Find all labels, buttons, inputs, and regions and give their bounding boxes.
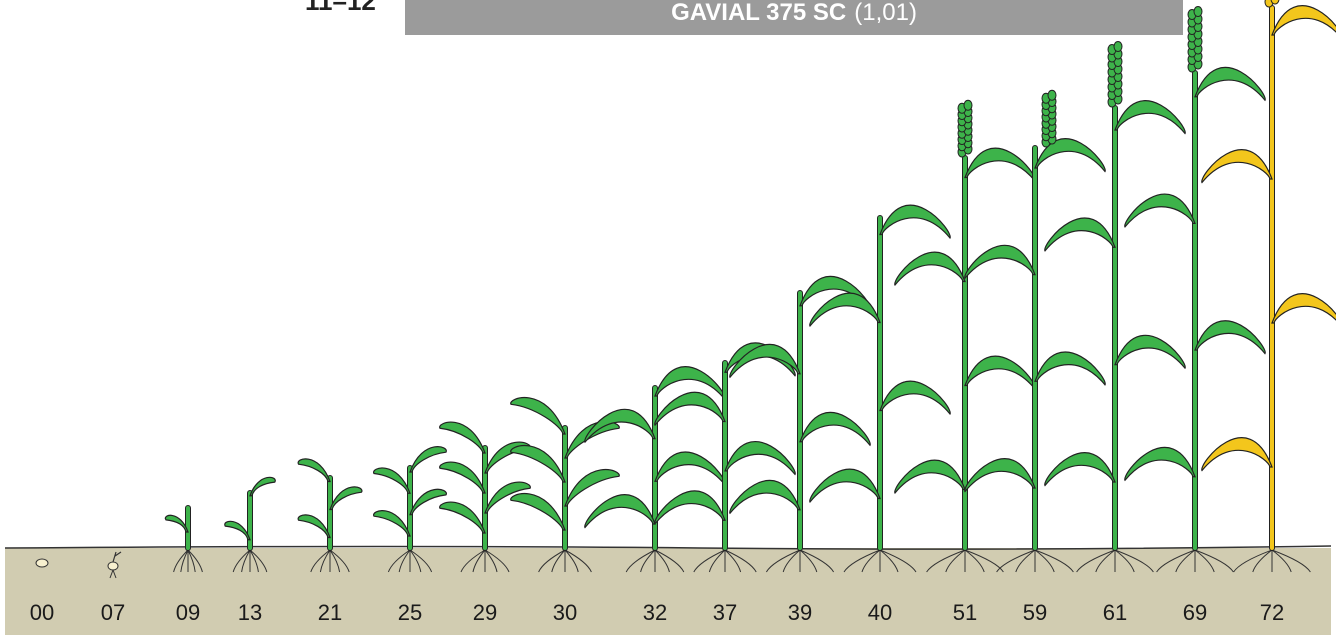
stage-code-59: 59 — [1022, 600, 1048, 625]
product-name: GAVIAL 375 SC — [671, 0, 847, 26]
stage-code-21: 21 — [317, 600, 343, 625]
stage-code-00: 00 — [29, 600, 55, 625]
flowering-plant-icon — [1124, 6, 1266, 573]
flag-leaf-icon — [654, 342, 796, 573]
stage-code-32: 32 — [642, 600, 668, 625]
germinating-seed-icon — [107, 551, 122, 579]
booting-plant-icon — [809, 204, 951, 573]
tillering-plant-icon — [297, 458, 363, 573]
young-plant-icon — [224, 476, 276, 573]
tillering-plant-icon — [373, 446, 447, 573]
stage-code-25: 25 — [397, 600, 423, 625]
stage-code-69: 69 — [1182, 600, 1208, 625]
flowering-plant-icon — [1044, 41, 1186, 573]
seed-icon — [35, 558, 49, 568]
ripening-plant-icon — [1201, 0, 1336, 573]
stage-code-40: 40 — [867, 600, 893, 625]
soil-ground — [4, 545, 1332, 635]
heading-plant-icon — [964, 89, 1106, 573]
seedling-icon — [164, 505, 203, 573]
stage-code-30: 30 — [552, 600, 578, 625]
stage-code-07: 07 — [100, 600, 126, 625]
stage-code-13: 13 — [237, 600, 263, 625]
stage-code-72: 72 — [1259, 600, 1285, 625]
stage-code-61: 61 — [1102, 600, 1128, 625]
stage-code-29: 29 — [472, 600, 498, 625]
stage-code-09: 09 — [175, 600, 201, 625]
heading-plant-icon — [894, 99, 1036, 573]
product-banner: GAVIAL 375 SC (1,01) — [405, 0, 1183, 35]
stage-range-label: 11–12 — [305, 0, 376, 16]
stem-elongation-icon — [510, 396, 620, 573]
stage-code-37: 37 — [712, 600, 738, 625]
application-rate: (1,01) — [854, 0, 917, 26]
stage-code-39: 39 — [787, 600, 813, 625]
stage-code-51: 51 — [952, 600, 978, 625]
flag-leaf-icon — [729, 276, 871, 573]
plants — [35, 0, 1336, 579]
stage-codes-row: 00 07 09 13 21 25 29 30 32 37 39 40 51 59 61 69 72 — [0, 600, 1336, 630]
